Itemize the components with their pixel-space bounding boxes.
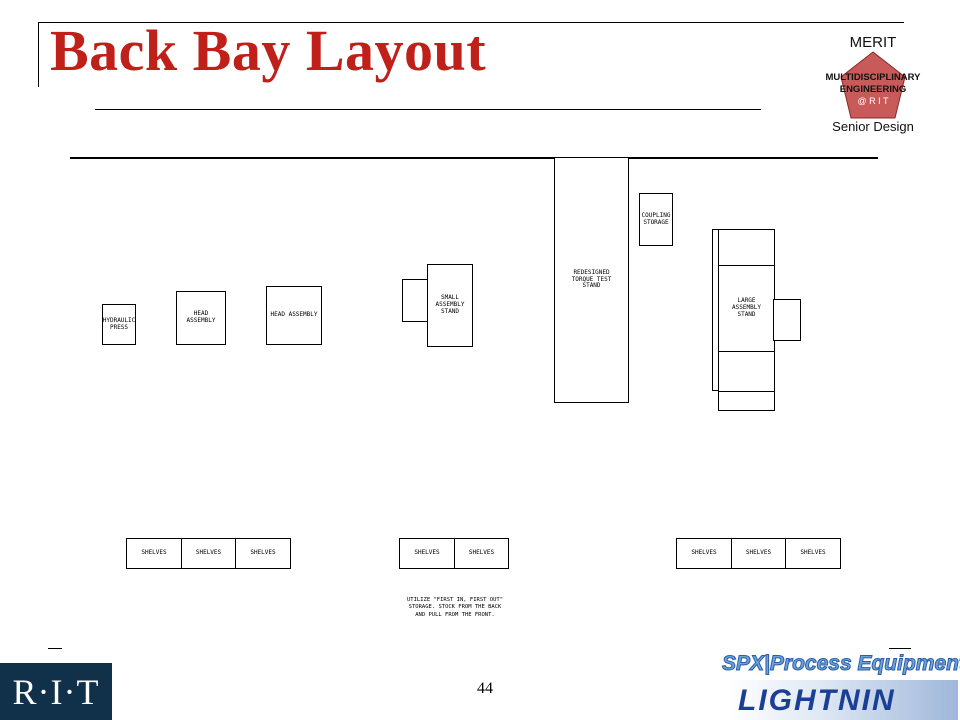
merit-logo: MERIT MULTIDISCIPLINARY ENGINEERING @ R …	[808, 30, 938, 140]
merit-line3: @ R I T	[857, 96, 889, 106]
shelf-right-2: SHELVES	[731, 538, 786, 569]
torque-test-stand: REDESIGNED TORQUE TEST STAND	[554, 157, 629, 403]
title-frame-left	[38, 22, 39, 87]
title-underline	[95, 109, 761, 110]
shelf-mid-2: SHELVES	[454, 538, 509, 569]
lightnin-logo: LIGHTNIN	[728, 680, 958, 720]
shelf-left-3: SHELVES	[235, 538, 291, 569]
page-number: 44	[477, 680, 493, 697]
merit-line2: ENGINEERING	[839, 84, 907, 95]
merit-title: MERIT	[849, 34, 897, 51]
hydraulic-press: HYDRAULIC PRESS	[102, 304, 136, 345]
small-assembly-stand: SMALL ASSEMBLY STAND	[427, 264, 473, 347]
bottom-tick-left	[48, 648, 62, 649]
large-stand-lower	[718, 351, 775, 392]
large-stand-side	[773, 299, 801, 341]
title-frame-top	[38, 22, 904, 23]
coupling-storage: COUPLING STORAGE	[639, 193, 673, 246]
small-stand-side	[402, 279, 429, 322]
head-assembly-2: HEAD ASSEMBLY	[266, 286, 322, 345]
back-wall-line	[70, 157, 878, 159]
large-stand-bottom	[718, 391, 775, 411]
shelf-right-1: SHELVES	[676, 538, 732, 569]
fifo-note: UTILIZE "FIRST IN, FIRST OUT" STORAGE. S…	[406, 597, 504, 618]
lightnin-text: LIGHTNIN	[738, 684, 896, 717]
slide-title: Back Bay Layout	[50, 18, 487, 83]
merit-senior-design: Senior Design	[832, 119, 914, 134]
shelf-right-3: SHELVES	[785, 538, 841, 569]
head-assembly-1: HEAD ASSEMBLY	[176, 291, 226, 345]
merit-line1: MULTIDISCIPLINARY	[825, 72, 921, 83]
shelf-left-2: SHELVES	[181, 538, 236, 569]
rit-logo: R·I·T	[0, 663, 112, 720]
large-assembly-stand: LARGE ASSEMBLY STAND	[718, 265, 775, 352]
shelf-left-1: SHELVES	[126, 538, 182, 569]
large-stand-top	[718, 229, 775, 266]
pentagon-icon	[840, 51, 906, 119]
spx-logo: SPX|Process Equipment	[722, 652, 960, 676]
bottom-tick-right	[889, 648, 911, 649]
shelf-mid-1: SHELVES	[399, 538, 455, 569]
